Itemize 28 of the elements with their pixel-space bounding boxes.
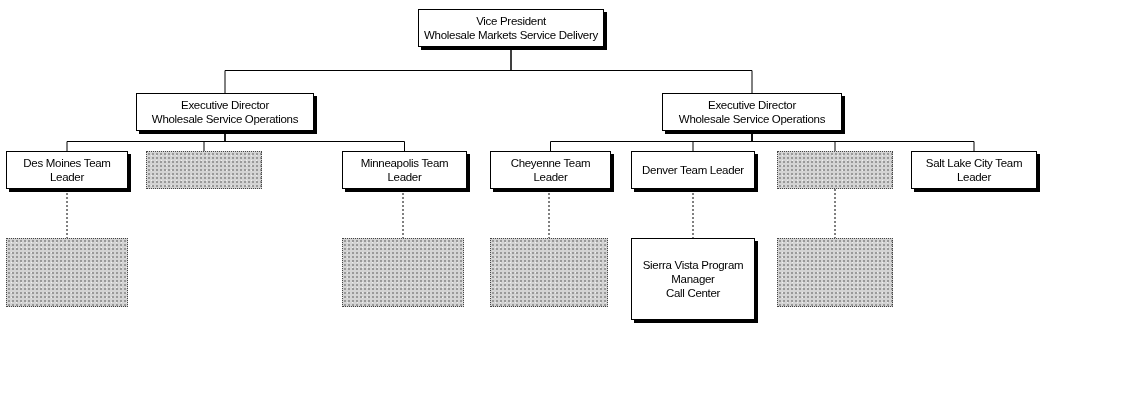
- redacted-box: [146, 151, 262, 189]
- redacted-box: [342, 238, 464, 307]
- org-box: [6, 151, 128, 189]
- org-box: [490, 151, 611, 189]
- org-box: [418, 9, 604, 47]
- redacted-box: [490, 238, 608, 307]
- org-box: [911, 151, 1037, 189]
- redacted-box: [777, 151, 893, 189]
- position-title: Wholesale Service Operations: [151, 112, 299, 126]
- position-title: Des Moines Team Leader: [22, 156, 112, 184]
- position-title: Vice President: [476, 14, 546, 28]
- position-title: Executive Director: [708, 98, 796, 112]
- position-title: Sierra Vista Program Manager: [641, 258, 745, 286]
- org-box: [136, 93, 314, 131]
- position-title: Denver Team Leader: [642, 163, 744, 177]
- position-title: Salt Lake City Team Leader: [924, 156, 1024, 184]
- redacted-box: [6, 238, 128, 307]
- position-title: Wholesale Markets Service Delivery: [424, 28, 598, 42]
- org-box: [662, 93, 842, 131]
- position-title: Wholesale Service Operations: [678, 112, 826, 126]
- position-title: Cheyenne Team Leader: [509, 156, 592, 184]
- position-title: Executive Director: [181, 98, 269, 112]
- org-box: [631, 151, 755, 189]
- redacted-box: [777, 238, 893, 307]
- org-box: [342, 151, 467, 189]
- position-title: Call Center: [665, 286, 721, 300]
- org-box: [631, 238, 755, 320]
- position-title: Minneapolis Team Leader: [359, 156, 450, 184]
